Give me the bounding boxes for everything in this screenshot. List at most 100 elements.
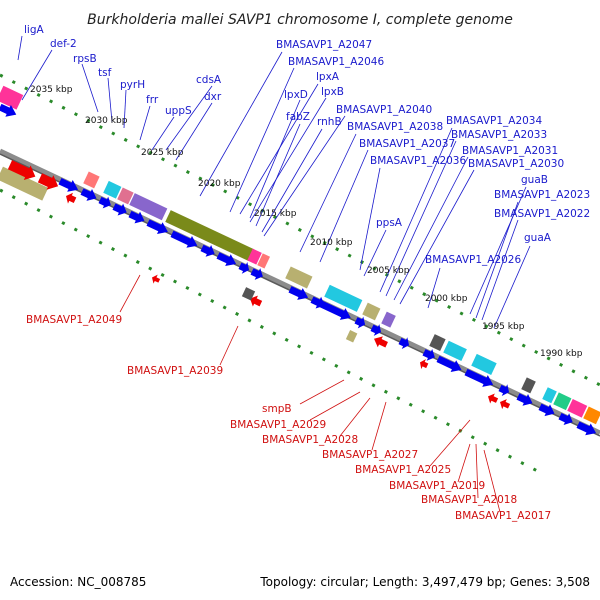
- label-leader: [429, 419, 471, 467]
- forward-cds: [238, 262, 250, 274]
- rna-feature: [0, 85, 24, 110]
- gene-label: BMASAVP1_A2039: [127, 365, 223, 377]
- tick-labels: 2035 kbp 2030 kbp 2025 kbp 2020 kbp 2015…: [30, 85, 583, 359]
- label-leader: [359, 167, 381, 271]
- rna-feature: [429, 334, 446, 352]
- gene-label: BMASAVP1_A2022: [494, 208, 590, 220]
- tick-label: 1990 kbp: [540, 349, 583, 359]
- gene-label: rnhB: [317, 116, 342, 128]
- tick-label: 2005 kbp: [367, 266, 410, 276]
- gene-label: BMASAVP1_A2028: [262, 434, 358, 446]
- label-leader: [139, 105, 151, 141]
- label-leader: [469, 186, 527, 315]
- gene-label: BMASAVP1_A2023: [494, 189, 590, 201]
- forward-cds: [538, 403, 555, 417]
- rna-feature: [553, 392, 572, 411]
- gene-label: BMASAVP1_A2025: [355, 464, 451, 476]
- forward-cds: [250, 268, 263, 280]
- label-leader: [255, 123, 301, 227]
- reverse-cds: [488, 393, 499, 404]
- tick-label: 2025 kbp: [141, 148, 184, 158]
- label-leader: [21, 49, 53, 101]
- tick-label: 2015 kbp: [254, 209, 297, 219]
- feature-track: [0, 85, 600, 436]
- gene-label: def-2: [50, 38, 77, 50]
- reverse-cds: [152, 274, 161, 284]
- label-leader: [309, 391, 361, 421]
- reverse-cds: [66, 192, 77, 204]
- reverse-cds: [500, 399, 511, 410]
- forward-cds: [128, 210, 145, 224]
- label-leader: [17, 35, 23, 61]
- rna-feature: [521, 377, 536, 394]
- gene-label: BMASAVP1_A2047: [276, 39, 372, 51]
- rna-feature: [83, 171, 100, 189]
- label-leader: [483, 449, 501, 513]
- forward-cds: [112, 203, 127, 216]
- label-leader: [371, 401, 387, 451]
- forward-cds: [370, 324, 382, 336]
- rna-feature: [542, 387, 557, 404]
- tick-label: 1995 kbp: [482, 322, 525, 332]
- gene-label: BMASAVP1_A2027: [322, 449, 418, 461]
- forward-cds: [398, 337, 410, 350]
- rna-feature: [345, 330, 358, 343]
- label-leader: [493, 245, 531, 329]
- forward-cds: [558, 413, 573, 426]
- reverse-cds: [37, 173, 59, 190]
- inner-tick-ring: [0, 188, 546, 477]
- gene-label: tsf: [98, 67, 112, 79]
- label-leader: [457, 443, 471, 483]
- reverse-cds: [374, 336, 388, 348]
- tick-label: 2035 kbp: [30, 85, 73, 95]
- reverse-gene-labels: BMASAVP1_A2049 BMASAVP1_A2039 smpB BMASA…: [26, 314, 551, 522]
- gene-label: ppsA: [376, 217, 403, 229]
- rna-feature: [471, 353, 497, 376]
- forward-cds: [354, 316, 366, 329]
- label-leader: [299, 133, 357, 253]
- label-leader: [393, 156, 469, 301]
- label-leader: [249, 97, 327, 223]
- label-leader: [249, 99, 301, 219]
- gene-label: BMASAVP1_A2029: [230, 419, 326, 431]
- gene-label: BMASAVP1_A2026: [425, 254, 521, 266]
- forward-cds: [170, 230, 198, 248]
- rna-feature: [117, 187, 134, 205]
- gene-label: smpB: [262, 403, 292, 415]
- forward-gene-labels: ligA def-2 rpsB tsf pyrH frr uppS cdsA d…: [24, 24, 590, 266]
- tick-label: 2020 kbp: [198, 179, 241, 189]
- label-leader: [363, 229, 387, 277]
- label-leader: [119, 274, 141, 313]
- gene-label: BMASAVP1_A2049: [26, 314, 122, 326]
- gene-label: pyrH: [120, 79, 145, 91]
- rna-feature: [567, 399, 588, 418]
- forward-cds: [58, 178, 79, 192]
- gene-label: BMASAVP1_A2034: [446, 115, 542, 127]
- label-leader: [165, 85, 213, 151]
- gene-label: BMASAVP1_A2036: [370, 155, 466, 167]
- gene-label: dxr: [204, 91, 222, 103]
- label-leader: [299, 379, 345, 405]
- label-leader: [339, 397, 371, 437]
- forward-cds: [422, 348, 435, 361]
- gene-label: BMASAVP1_A2037: [359, 138, 455, 150]
- rna-feature: [0, 166, 49, 201]
- gene-label: BMASAVP1_A2017: [455, 510, 551, 522]
- rna-feature: [103, 180, 122, 199]
- label-leader: [107, 77, 113, 123]
- label-leader: [379, 127, 453, 293]
- gene-label: fabZ: [286, 111, 310, 123]
- reverse-cds: [250, 295, 263, 307]
- gene-label: guaB: [521, 174, 548, 186]
- label-leader: [219, 325, 239, 366]
- forward-cds: [98, 196, 111, 209]
- forward-cds: [516, 393, 533, 406]
- rna-feature: [362, 302, 381, 321]
- rna-feature: [583, 406, 600, 425]
- label-leader: [481, 219, 519, 321]
- rna-feature: [241, 287, 256, 301]
- forward-cds: [498, 384, 510, 397]
- gene-label: uppS: [165, 105, 192, 117]
- gene-label: BMASAVP1_A2046: [288, 56, 384, 68]
- forward-cds: [288, 286, 309, 300]
